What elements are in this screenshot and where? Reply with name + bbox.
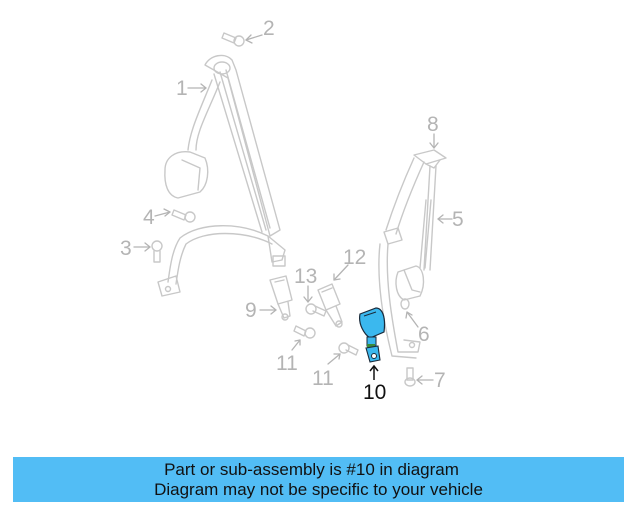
banner-disclaimer: Diagram may not be specific to your vehi…	[154, 479, 483, 499]
part-11-bolt-a	[293, 325, 316, 339]
callout-8: 8	[427, 113, 439, 136]
callout-7: 7	[434, 369, 446, 392]
part-7-bolt	[404, 367, 416, 387]
part-3-bolt	[151, 240, 163, 263]
callout-5: 5	[452, 208, 464, 231]
info-banner: Part or sub-assembly is #10 in diagram D…	[13, 457, 624, 502]
callout-9: 9	[245, 299, 257, 322]
callout-3: 3	[120, 237, 132, 260]
leader-lines	[133, 34, 453, 385]
part-4-bolt	[171, 209, 196, 223]
callout-1: 1	[176, 77, 188, 100]
callout-11-a: 11	[276, 352, 298, 375]
parts-diagram	[133, 32, 453, 387]
part-8-guide	[413, 149, 447, 169]
callout-6: 6	[418, 323, 430, 346]
part-9-buckle	[269, 275, 293, 321]
part-2-bolt	[221, 32, 245, 47]
callout-2: 2	[263, 17, 275, 40]
part-11-bolt-b	[338, 342, 359, 356]
part-10-buckle-highlighted[interactable]	[359, 307, 386, 380]
part-6-washer	[400, 298, 410, 310]
callout-11-b: 11	[312, 367, 334, 390]
banner-part-note: Part or sub-assembly is #10 in diagram	[164, 459, 459, 479]
part-1-belt-retractor	[157, 54, 286, 297]
part-12-buckle	[317, 283, 343, 328]
part-5-rear-belt	[378, 157, 437, 359]
callout-10[interactable]: 10	[363, 381, 387, 404]
callout-4: 4	[143, 206, 155, 229]
callout-12: 12	[343, 246, 367, 269]
part-13-bolt	[305, 303, 327, 317]
callout-13: 13	[294, 265, 318, 288]
